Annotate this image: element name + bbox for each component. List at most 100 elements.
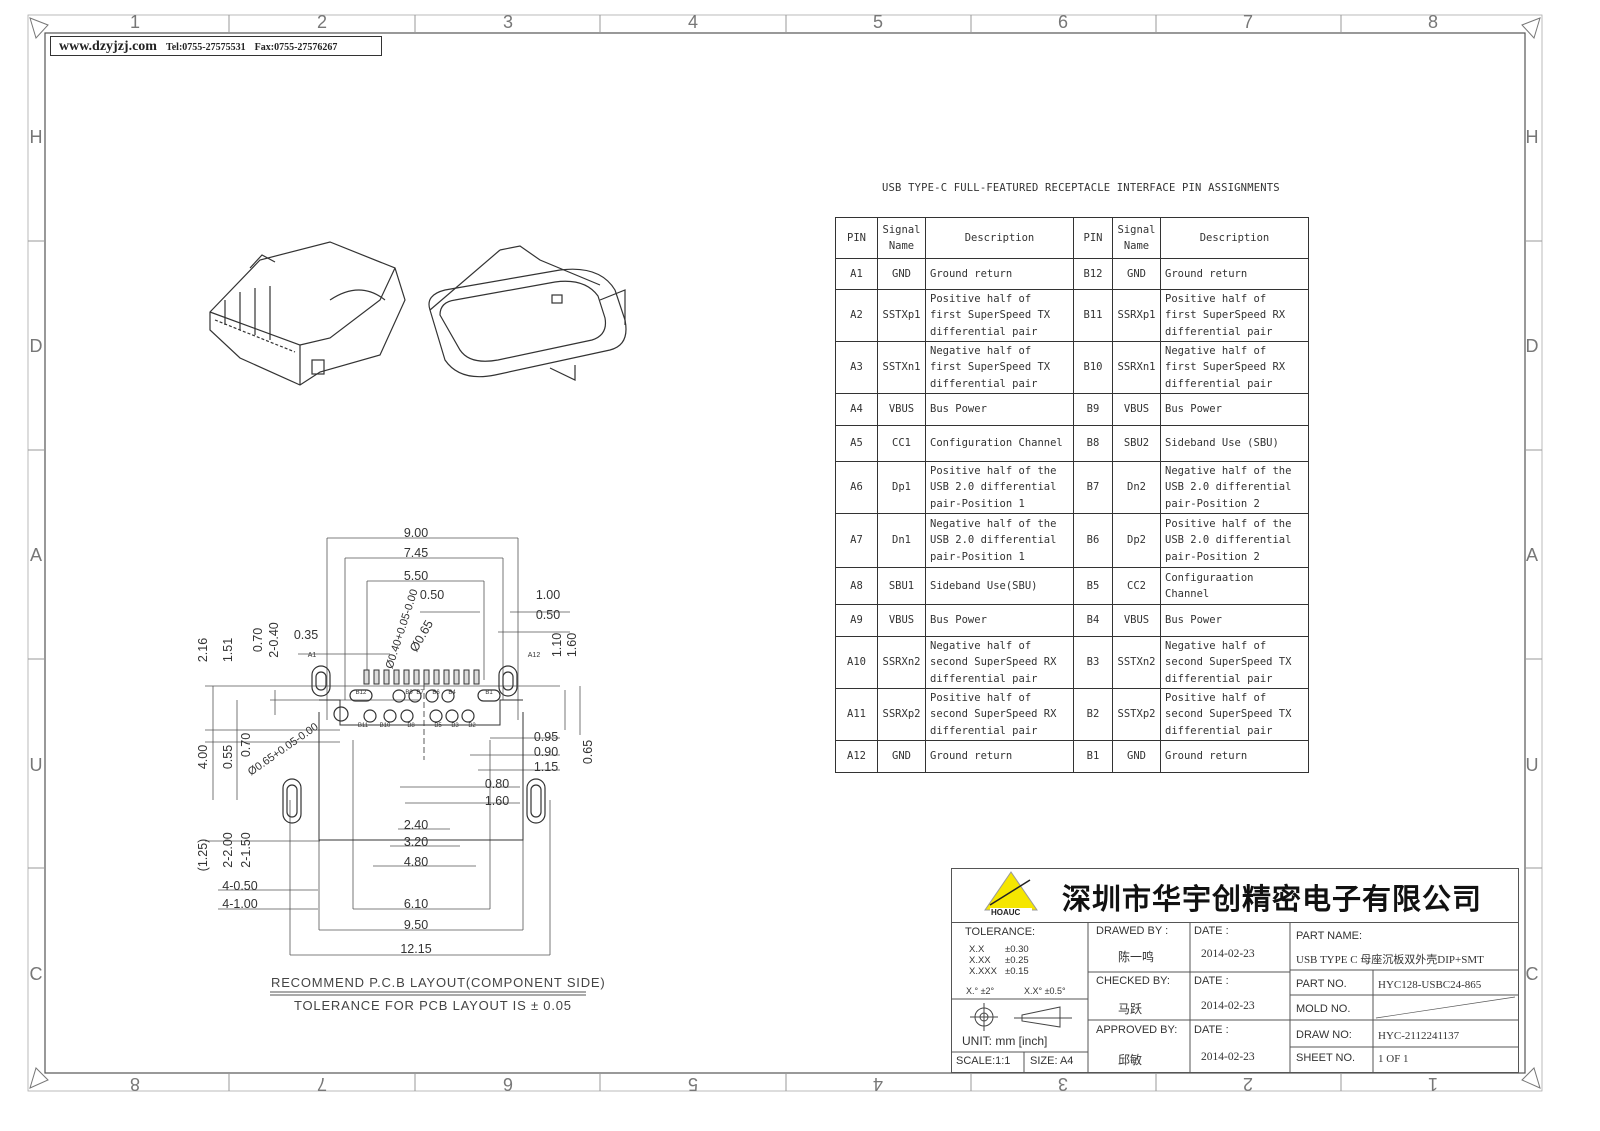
date-value: 2014-02-23 [1201,948,1255,960]
description-cell: Ground return [925,258,1074,290]
pin-cell: A8 [835,567,878,605]
draw-no-value: HYC-2112241137 [1378,1030,1460,1042]
date-value: 2014-02-23 [1201,1000,1255,1012]
pin-table-title: USB TYPE-C FULL-FEATURED RECEPTACLE INTE… [882,182,1280,194]
pin-cell: A1 [835,258,878,290]
drawed-by-name: 陈一鸣 [1118,950,1155,964]
part-name-value: USB TYPE C 母座沉板双外壳DIP+SMT [1296,954,1484,966]
signal-cell: CC1 [877,425,926,462]
signal-cell: SBU2 [1112,425,1161,462]
tolerance-value: ±0.15 [1005,966,1029,977]
dim-label: 2-2.00 [221,832,235,867]
dim-label: 0.35 [294,628,318,642]
pin-label: B8 [407,723,415,729]
pin-label: B6 [432,690,440,696]
company-name: 深圳市华宇创精密电子有限公司 [1062,882,1483,916]
dim-label: 0.50 [420,588,444,602]
date-value: 2014-02-23 [1201,1051,1255,1063]
grid-label-side: H [29,127,43,147]
tolerance-key: X.XX [969,955,991,966]
dim-label: 0.80 [485,777,509,791]
website-link[interactable]: www.dzyjzj.com [59,39,157,54]
dim-label: 2-0.40 [267,622,281,657]
angle-tolerance: X.° ±2° [966,986,995,996]
connector-outline [318,699,524,841]
dim-label: 6.10 [404,897,428,911]
description-cell: Positive half of the USB 2.0 differentia… [1160,513,1309,568]
grid-label-side: D [29,336,43,356]
tolerance-key: X.X [969,944,985,955]
dim-label: 3.20 [404,835,428,849]
pcb-layout-caption: RECOMMEND P.C.B LAYOUT(COMPONENT SIDE) [271,975,606,990]
dim-label: 2.16 [196,638,210,662]
tolerance-value: ±0.25 [1005,955,1029,966]
corner-arrow-icon [29,1067,49,1089]
grid-label-top: 6 [1057,12,1068,32]
grid-label-top: 7 [1242,12,1253,32]
tolerance-key: X.XXX [969,966,997,977]
pin-cell: B3 [1073,636,1113,689]
angle-tolerance: X.X° ±0.5° [1024,986,1066,996]
pin-cell: A11 [835,688,878,741]
description-cell: Negative half of first SuperSpeed RX dif… [1160,341,1309,394]
dim-label: 0.50 [536,608,560,622]
grid-label-top: 3 [502,12,513,32]
corner-arrow-icon [1521,17,1541,39]
column-header: Signal Name [1112,217,1161,259]
grid-label-side: A [29,545,42,565]
grid-label-top: 8 [1427,12,1438,32]
date-label: DATE : [1194,925,1229,937]
pin-cell: B12 [1073,258,1113,290]
contact-header: www.dzyjzj.com Tel:0755-27575531 Fax:075… [50,36,382,56]
grid-label-top: 5 [872,12,883,32]
dim-label: 4-0.50 [222,879,257,893]
corner-arrow-icon [29,17,49,39]
tel-text: Tel:0755-27575531 [165,42,246,53]
pin-label: B11 [358,723,369,729]
pin-label: B9 [405,690,413,696]
pin-label: B12 [356,690,367,696]
size-label: SIZE: A4 [1030,1055,1074,1067]
dim-label: 7.45 [404,546,428,560]
pin-callout-a1: A1 [308,652,317,659]
sheet-no-label: SHEET NO. [1296,1052,1356,1064]
signal-cell: SSRXn2 [877,636,926,689]
description-cell: Ground return [1160,740,1309,773]
dim-label: 2-1.50 [239,832,253,867]
pin-cell: A12 [835,740,878,773]
description-cell: Positive half of second SuperSpeed RX di… [925,688,1074,741]
logo [984,871,1038,917]
pin-label: B7 [416,690,424,696]
grid-label-side: C [29,964,43,984]
part-name-label: PART NAME: [1296,930,1363,942]
grid-label-top: 2 [316,12,327,32]
pin-label: B10 [380,723,391,729]
dim-label: 5.50 [404,569,428,583]
pin-label: B5 [434,723,442,729]
dim-label: 1.10 [550,633,564,657]
signal-cell: CC2 [1112,567,1161,605]
signal-cell: GND [1112,258,1161,290]
connector-front-view [428,245,627,381]
dim-label: 4.00 [196,745,210,769]
description-cell: Negative half of the USB 2.0 differentia… [1160,461,1309,514]
dim-label: 0.90 [534,745,558,759]
dim-label: 9.50 [404,918,428,932]
dimension-lines [205,537,581,956]
description-cell: Ground return [1160,258,1309,290]
column-header: PIN [835,217,878,259]
pin-label: B1 [485,690,493,696]
drawed-by-label: DRAWED BY : [1096,925,1169,937]
dim-label: 0.55 [221,745,235,769]
dim-label: (1.25) [196,839,210,872]
dim-label: 1.00 [536,588,560,602]
pin-label: B4 [448,690,456,696]
signal-cell: SSRXn1 [1112,341,1161,394]
signal-cell: VBUS [1112,393,1161,426]
signal-cell: SSTXp2 [1112,688,1161,741]
